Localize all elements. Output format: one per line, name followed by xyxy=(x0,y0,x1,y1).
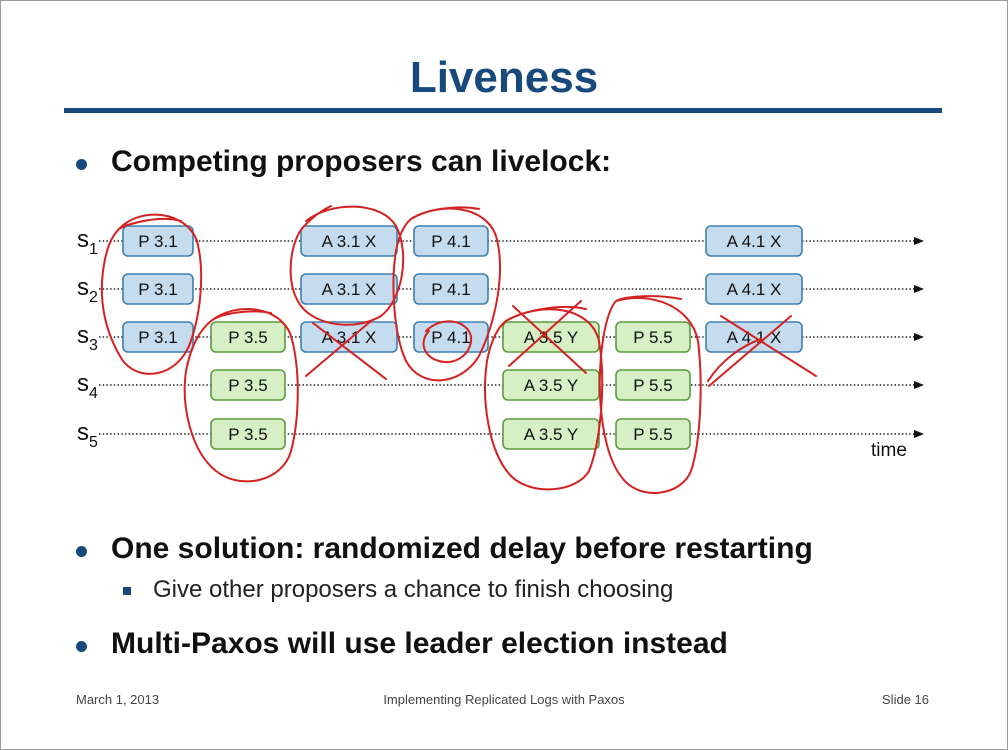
cross-a41x-s3 xyxy=(708,315,817,387)
message-label: P 3.1 xyxy=(138,328,177,347)
message-box: A 4.1 X xyxy=(705,225,803,257)
message-label: A 4.1 X xyxy=(727,232,782,251)
circle-p35 xyxy=(183,308,299,483)
message-box: A 3.1 X xyxy=(300,321,398,353)
time-axis-label: time xyxy=(871,440,907,461)
message-label: P 3.1 xyxy=(138,232,177,251)
message-box: P 4.1 xyxy=(413,273,489,305)
message-label: A 4.1 X xyxy=(727,280,782,299)
message-box: P 4.1 xyxy=(413,225,489,257)
server-label-s1: s1 xyxy=(77,226,98,258)
message-box: P 3.1 xyxy=(122,273,194,305)
cross-a35y-s3 xyxy=(508,300,587,374)
circle-a31x xyxy=(289,205,405,326)
message-box: P 3.5 xyxy=(210,418,286,450)
title-rule xyxy=(64,108,942,113)
small-circle-p41-s3 xyxy=(422,320,473,364)
slide-title: Liveness xyxy=(409,53,599,102)
bullet-multi-paxos: Multi-Paxos will use leader election ins… xyxy=(111,627,728,660)
message-label: P 3.5 xyxy=(228,425,267,444)
message-label: A 3.5 Y xyxy=(524,376,579,395)
message-label: A 3.1 X xyxy=(322,280,377,299)
message-box: P 3.1 xyxy=(122,225,194,257)
circle-p31 xyxy=(100,213,203,375)
message-label: A 3.5 Y xyxy=(524,328,579,347)
message-box: P 5.5 xyxy=(615,369,691,401)
server-label-s2: s2 xyxy=(77,274,98,306)
message-box: P 4.1 xyxy=(413,321,489,353)
message-box: P 3.1 xyxy=(122,321,194,353)
message-box: P 5.5 xyxy=(615,418,691,450)
footer-slide-number: Slide 16 xyxy=(882,692,929,707)
footer-date: March 1, 2013 xyxy=(76,692,160,707)
message-label: P 4.1 xyxy=(431,280,470,299)
message-box: A 4.1 X xyxy=(705,273,803,305)
bullet-randomized-delay: One solution: randomized delay before re… xyxy=(111,532,813,565)
footer-title: Implementing Replicated Logs with Paxos xyxy=(383,692,625,707)
message-box: A 3.5 Y xyxy=(502,321,600,353)
message-label: A 3.1 X xyxy=(322,232,377,251)
server-label-s3: s3 xyxy=(77,322,98,354)
message-label: P 3.5 xyxy=(228,376,267,395)
bullet-dot-2 xyxy=(76,546,87,557)
message-label: P 4.1 xyxy=(431,328,470,347)
message-label: P 5.5 xyxy=(633,328,672,347)
server-label-s4: s4 xyxy=(77,370,98,402)
server-label-s5: s5 xyxy=(77,419,98,451)
message-box: P 3.5 xyxy=(210,321,286,353)
message-label: P 3.5 xyxy=(228,328,267,347)
message-box: P 3.5 xyxy=(210,369,286,401)
circle-a35y xyxy=(484,305,604,491)
message-label: P 5.5 xyxy=(633,425,672,444)
handwritten-annotations xyxy=(100,205,817,494)
circle-p55 xyxy=(598,295,702,494)
message-label: A 3.1 X xyxy=(322,328,377,347)
circle-p41 xyxy=(392,206,501,382)
bullet-dot-3 xyxy=(76,641,87,652)
cross-a31x-s3 xyxy=(305,320,387,380)
message-box: P 5.5 xyxy=(615,321,691,353)
message-box: A 3.1 X xyxy=(300,225,398,257)
message-box: A 3.1 X xyxy=(300,273,398,305)
message-label: P 4.1 xyxy=(431,232,470,251)
message-label: A 3.5 Y xyxy=(524,425,579,444)
bullet-dot-1 xyxy=(76,159,87,170)
arc-to-s3 xyxy=(707,338,762,382)
message-box: A 3.5 Y xyxy=(502,369,600,401)
bullet-competing-proposers: Competing proposers can livelock: xyxy=(111,145,612,178)
sub-bullet-marker xyxy=(123,587,131,595)
message-box: A 3.5 Y xyxy=(502,418,600,450)
message-label: P 3.1 xyxy=(138,280,177,299)
livelock-diagram: s1 s2 s3 s4 s5 P 3.1 P 3.1 P 3.1 P 3.5 P 3.5 P 3.… xyxy=(77,205,924,494)
sub-bullet-give-others-chance: Give other proposers a chance to finish … xyxy=(153,576,674,603)
message-label: P 5.5 xyxy=(633,376,672,395)
